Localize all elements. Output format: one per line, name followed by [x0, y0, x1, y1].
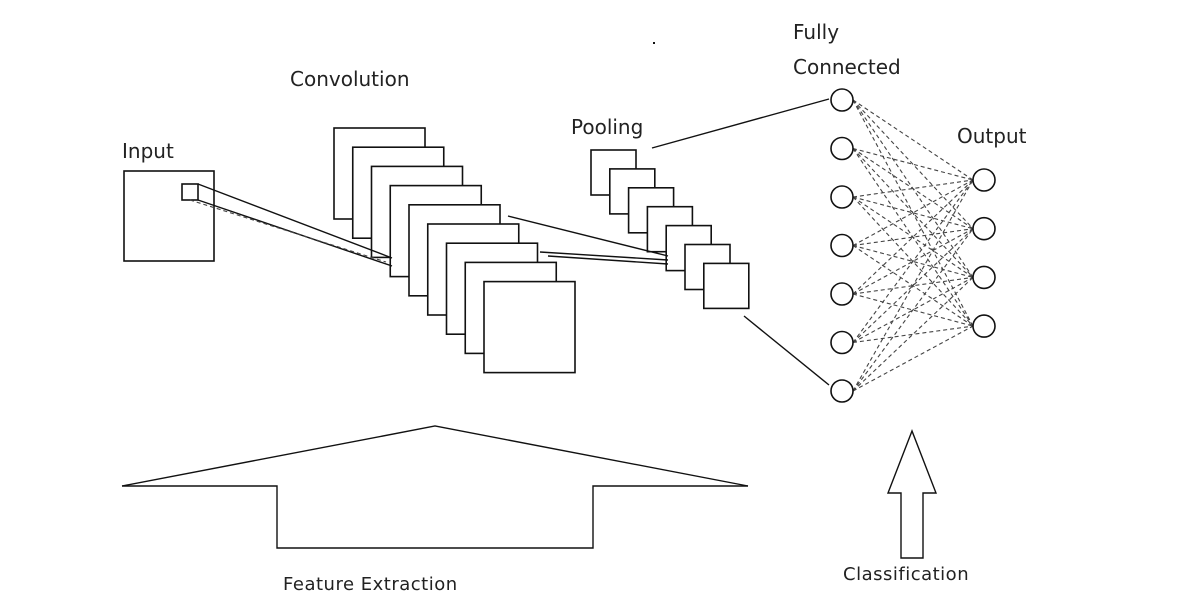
fully-connected-node [830, 185, 854, 209]
fully-connected-node [830, 282, 854, 306]
fc-output-connection [852, 228, 974, 392]
fc-output-connection [852, 276, 974, 295]
fully-connected-label-line1: Fully [793, 20, 839, 44]
fc-output-connection [852, 196, 974, 327]
convolution-stack [333, 127, 576, 374]
fc-output-connection [852, 179, 974, 198]
input-label: Input [122, 139, 174, 163]
fully-connected-node [830, 330, 854, 355]
fc-output-connection [852, 148, 974, 230]
fully-connected-node [830, 379, 854, 403]
feature-extraction-arrow-head [121, 425, 749, 487]
output-label: Output [957, 124, 1027, 148]
output-layer [972, 168, 996, 338]
fc-output-connection [852, 277, 974, 392]
fc-output-connection [852, 228, 974, 247]
fully-connected-node [830, 233, 854, 258]
classification-arrow [886, 429, 938, 559]
fc-output-connection [852, 99, 974, 230]
pooling-stack [590, 149, 750, 310]
convolution-feature-map [483, 280, 576, 374]
feature-extraction-arrow-body [122, 485, 748, 549]
output-node [972, 265, 996, 290]
pool-to-fc-connectors [651, 98, 830, 386]
fc-output-connection [852, 99, 974, 327]
classification-label: Classification [843, 564, 969, 585]
fc-to-output-connections [852, 99, 974, 392]
pooling-feature-map [702, 262, 750, 310]
fc-output-connection [852, 228, 974, 295]
output-node [972, 314, 996, 338]
stray-dot [653, 42, 655, 44]
input-receptive-field [181, 183, 199, 201]
fc-output-connection [852, 325, 974, 344]
fc-output-connection [852, 179, 974, 392]
fc-output-connection [852, 325, 974, 392]
fc-output-connection [852, 276, 974, 343]
output-node [972, 168, 996, 192]
fc-output-connection [852, 99, 974, 181]
pooling-label: Pooling [571, 115, 643, 139]
fully-connected-layer [830, 88, 854, 403]
fc-output-connection [852, 179, 974, 246]
fully-connected-label-line2: Connected [793, 55, 901, 79]
fc-output-connection [852, 179, 974, 343]
input-to-conv-connectors [189, 183, 393, 267]
conv-to-pool-connectors [507, 215, 669, 265]
feature-extraction-label: Feature Extraction [283, 574, 458, 595]
convolution-label: Convolution [290, 67, 410, 91]
fc-output-connection [852, 148, 974, 278]
output-node [972, 216, 996, 241]
fully-connected-node [830, 88, 854, 112]
input-image [123, 170, 215, 262]
fully-connected-node [830, 136, 854, 161]
fc-output-connection [852, 196, 974, 278]
